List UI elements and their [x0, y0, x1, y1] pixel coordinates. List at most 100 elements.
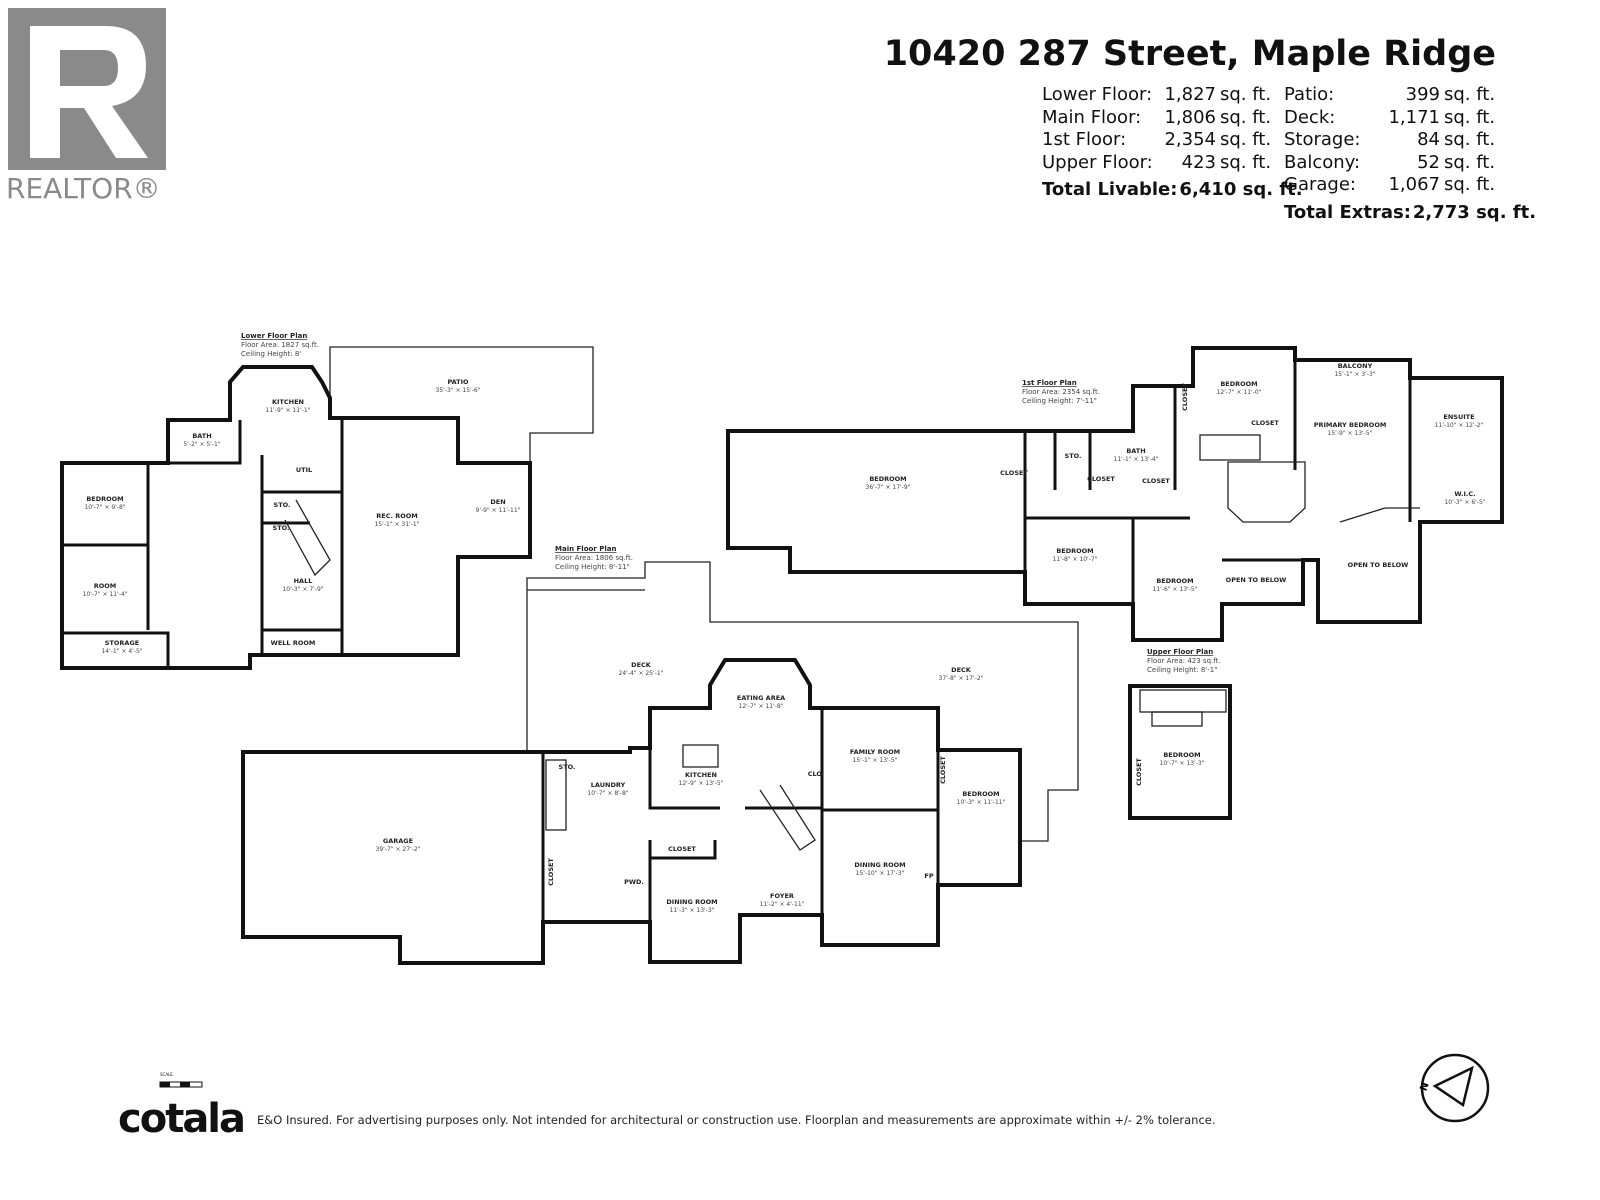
lower-floor-plan-title: Lower Floor Plan — [241, 332, 307, 340]
upper-room-bedroom-dims: 10'-7" × 13'-3" — [1160, 760, 1205, 767]
first-room-bedroom-label: BEDROOM — [1156, 577, 1193, 585]
extras-unit: sq. ft. — [1444, 129, 1496, 150]
lower-room-den-dims: 9'-9" × 11'-11" — [476, 507, 521, 514]
main-room-closet-label: CLOSET — [668, 845, 696, 853]
extras-unit: sq. ft. — [1444, 106, 1496, 128]
main-floor-walls — [241, 561, 1079, 965]
extras-unit: sq. ft. — [1444, 84, 1496, 105]
main-room-dining-room-label: DINING ROOM — [666, 898, 717, 906]
property-address: 10420 287 Street, Maple Ridge — [883, 34, 1496, 74]
main-room-fp-label: FP — [924, 872, 933, 880]
first-floor-walls — [726, 346, 1504, 642]
first-room-closet-label: CLOSET — [1251, 419, 1279, 427]
main-room-eating-area-dims: 12'-7" × 11'-8" — [739, 703, 784, 710]
first-room-bedroom-dims: 11'-6" × 13'-5" — [1153, 586, 1198, 593]
first-room-bedroom-label: BEDROOM — [1056, 547, 1093, 555]
first-room-w-i-c-dims: 10'-3" × 6'-5" — [1444, 499, 1485, 506]
realtor-logo-icon — [8, 8, 166, 170]
main-room-bedroom-label: BEDROOM — [962, 790, 999, 798]
first-room-open-to-below-label: OPEN TO BELOW — [1348, 561, 1409, 569]
main-room-clo-label: CLO. — [808, 770, 825, 778]
livable-value: 1,806 — [1164, 106, 1216, 128]
first-room-bedroom-dims: 12'-7" × 11'-0" — [1217, 389, 1262, 396]
main-room-sto-label: STO. — [559, 763, 576, 771]
main-room-laundry-dims: 10'-7" × 8'-8" — [587, 790, 628, 797]
realtor-r-glyph — [30, 26, 148, 158]
first-room-closet-label: CLOSET — [1087, 475, 1115, 483]
main-room-kitchen-label: KITCHEN — [685, 771, 717, 779]
main-room-garage-label: GARAGE — [383, 837, 413, 845]
lower-room-storage-label: STORAGE — [105, 639, 139, 647]
first-floor-plan-title: 1st Floor Plan — [1022, 379, 1077, 387]
extras-value: 1,067 — [1388, 174, 1440, 195]
first-room-bedroom-dims: 36'-7" × 17'-9" — [866, 484, 911, 491]
main-room-family-room-label: FAMILY ROOM — [850, 748, 900, 756]
extras-total: Total Extras:2,773 sq. ft. — [1284, 202, 1536, 225]
livable-label: Lower Floor: — [1042, 84, 1153, 105]
extras-value: 84 — [1417, 129, 1440, 150]
upper-floor-walls — [1128, 684, 1232, 820]
main-room-dining-room-label: DINING ROOM — [854, 861, 905, 869]
main-room-family-room-dims: 15'-1" × 13'-5" — [853, 757, 898, 764]
lower-ceiling-height: Ceiling Height: 8' — [241, 350, 301, 358]
lower-room-patio-dims: 35'-3" × 15'-6" — [436, 387, 481, 394]
main-room-deck-label: DECK — [631, 661, 652, 669]
main-room-deck-label: DECK — [951, 666, 972, 674]
first-ceiling-height: Ceiling Height: 7'-11" — [1022, 397, 1097, 405]
lower-room-sto-label: STO. — [273, 524, 290, 532]
extras-label: Balcony: — [1284, 151, 1361, 173]
disclaimer-text: E&O Insured. For advertising purposes on… — [257, 1113, 1216, 1127]
main-room-kitchen-dims: 12'-9" × 13'-5" — [679, 780, 724, 787]
first-room-closet-label: CLOSET — [1142, 477, 1170, 485]
main-room-dining-room-dims: 15'-10" × 17'-3" — [856, 870, 905, 877]
lower-room-rec-room-label: REC. ROOM — [376, 512, 417, 520]
livable-label: Main Floor: — [1042, 106, 1142, 128]
first-room-bedroom-label: BEDROOM — [869, 475, 906, 483]
compass-north-label: N — [1418, 1081, 1431, 1093]
first-floor-area: Floor Area: 2354 sq.ft. — [1022, 388, 1100, 396]
lower-room-bedroom-label: BEDROOM — [86, 495, 123, 503]
lower-room-util-label: UTIL — [296, 466, 312, 474]
first-room-closet-label: CLOSET — [1000, 469, 1028, 477]
scale-bar — [159, 1081, 203, 1088]
lower-floor-area: Floor Area: 1827 sq.ft. — [241, 341, 319, 349]
main-room-foyer-dims: 11'-2" × 4'-11" — [760, 901, 805, 908]
main-room-bedroom-dims: 10'-3" × 11'-11" — [957, 799, 1006, 806]
extras-label: Garage: — [1284, 174, 1356, 195]
upper-room-bedroom-label: BEDROOM — [1163, 751, 1200, 759]
lower-floor-walls — [60, 346, 594, 670]
first-room-bedroom-label: BEDROOM — [1220, 380, 1257, 388]
main-room-laundry-label: LAUNDRY — [591, 781, 626, 789]
lower-room-bath-label: BATH — [192, 432, 211, 440]
main-room-pwd-label: PWD. — [624, 878, 644, 886]
first-room-closet-label: CLOSET — [1181, 383, 1189, 411]
scale-label: SCALE — [160, 1072, 173, 1077]
extras-value: 52 — [1417, 151, 1440, 173]
first-room-primary-bedroom-dims: 15'-9" × 13'-5" — [1328, 430, 1373, 437]
lower-room-bath-dims: 5'-2" × 5'-1" — [183, 441, 221, 448]
extras-value: 1,171 — [1388, 106, 1440, 128]
first-room-balcony-dims: 15'-1" × 3'-3" — [1334, 371, 1375, 378]
first-room-bath-label: BATH — [1126, 447, 1145, 455]
main-room-closet-label: CLOSET — [547, 858, 555, 886]
main-ceiling-height: Ceiling Height: 8'-11" — [555, 563, 630, 571]
lower-room-patio-label: PATIO — [447, 378, 469, 386]
first-room-w-i-c-label: W.I.C. — [1454, 490, 1475, 498]
lower-room-sto-label: STO. — [274, 501, 291, 509]
lower-room-bedroom-dims: 10'-7" × 9'-8" — [84, 504, 125, 511]
main-room-eating-area-label: EATING AREA — [737, 694, 785, 702]
extras-unit: sq. ft. — [1444, 151, 1496, 173]
lower-room-well-room-label: WELL ROOM — [271, 639, 316, 647]
livable-label: 1st Floor: — [1042, 129, 1127, 150]
first-room-ensuite-label: ENSUITE — [1443, 413, 1474, 421]
livable-value: 1,827 — [1164, 84, 1216, 105]
lower-room-room-dims: 10'-7" × 11'-4" — [83, 591, 128, 598]
main-room-foyer-label: FOYER — [770, 892, 794, 900]
extras-label: Storage: — [1284, 129, 1361, 150]
